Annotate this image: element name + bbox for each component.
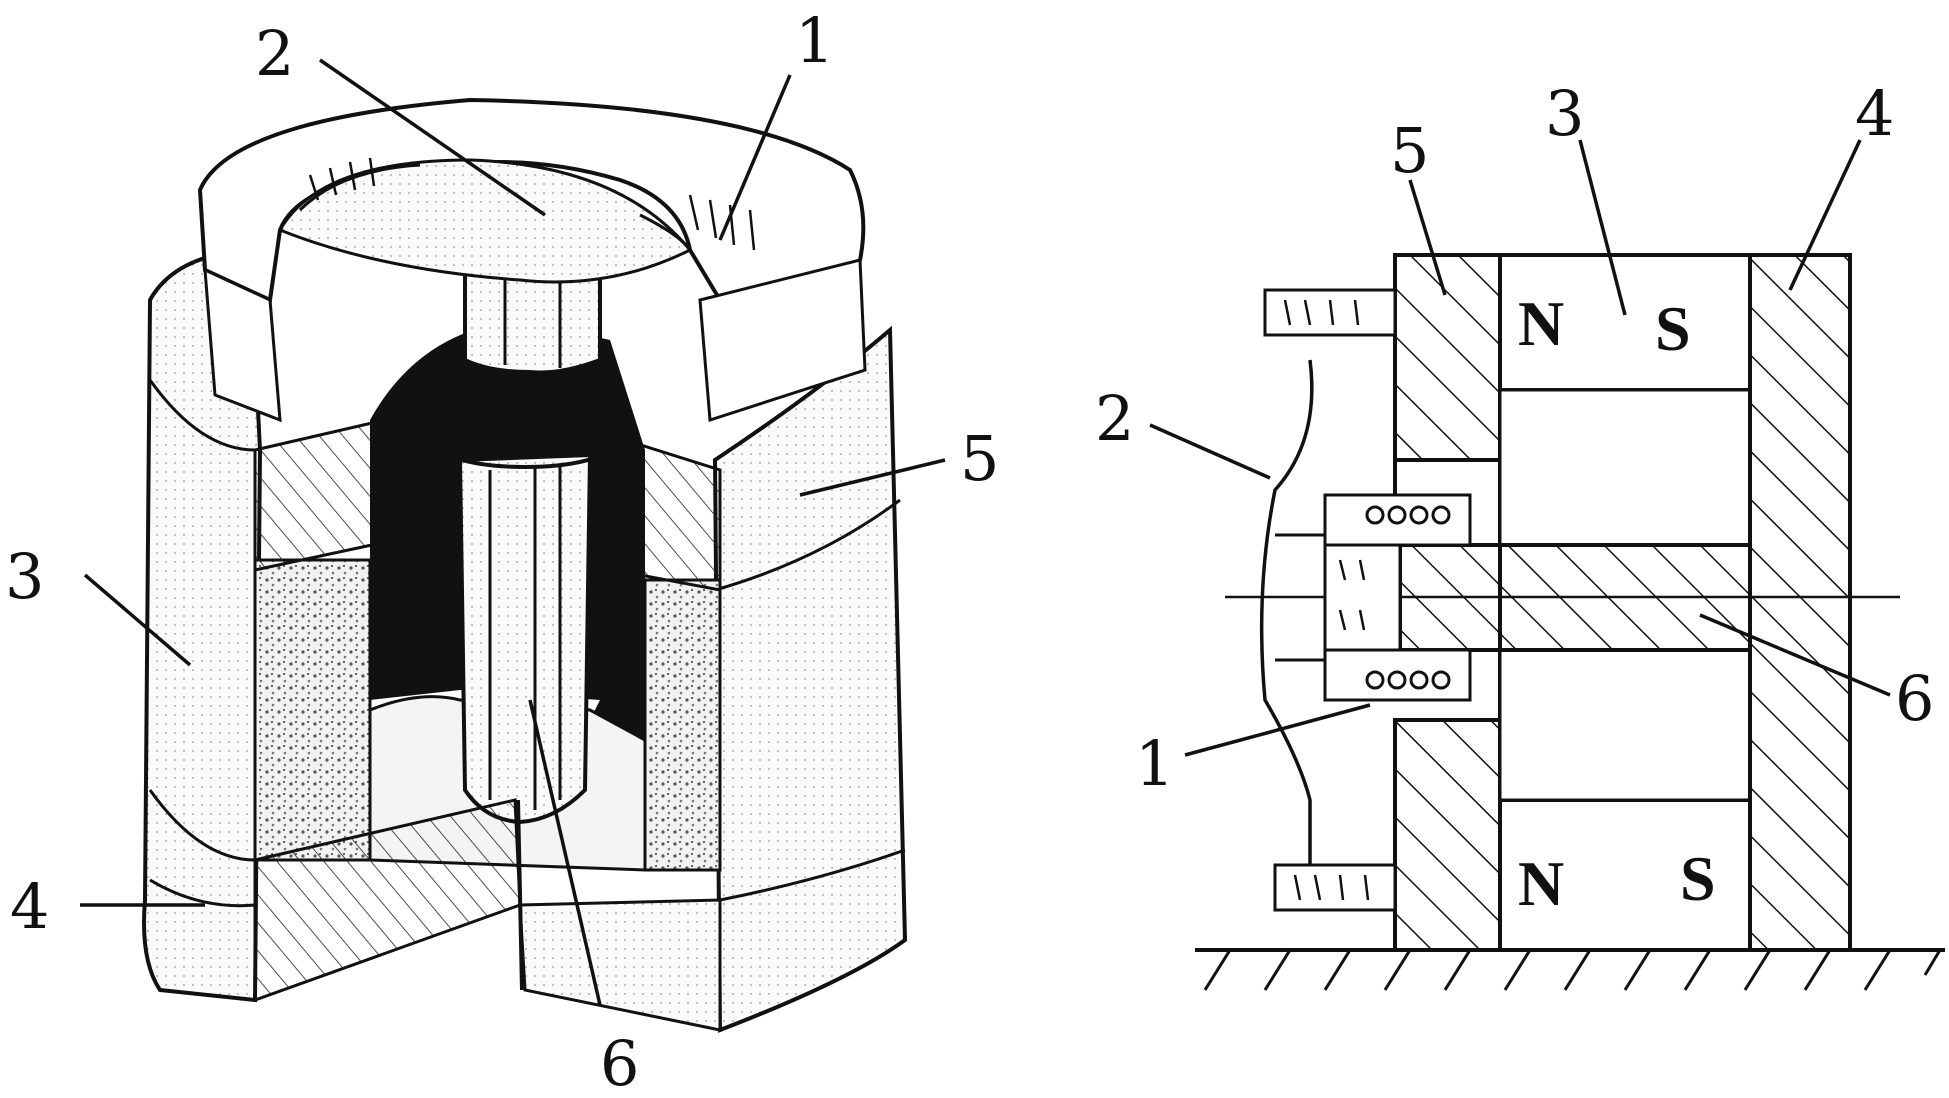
suspension-bottom: [1273, 863, 1397, 912]
right-section-figure: N S N S 5 3 4 2 1 6: [1095, 77, 1945, 991]
leader-5-left: [799, 458, 946, 497]
magnet-upper: [1498, 253, 1752, 392]
pole-plate-lower: [1393, 718, 1502, 952]
leader-4-right: [1788, 139, 1862, 291]
label-4-right: 4: [1855, 77, 1894, 150]
label-3-left: 3: [5, 540, 44, 613]
leader-2-left: [319, 58, 546, 217]
label-5-right: 5: [1390, 114, 1429, 187]
label-1-right: 1: [1135, 727, 1174, 800]
magnet-top-north: N: [1518, 288, 1564, 359]
diaphragm-membrane: [1259, 359, 1314, 870]
coil-windings: [435, 346, 615, 469]
right-magnet-section: [643, 578, 722, 872]
voice-coil: [1323, 493, 1472, 702]
leader-3-right: [1578, 139, 1627, 316]
magnet-top-south: S: [1655, 293, 1691, 364]
leader-6-left: [528, 699, 602, 1006]
leader-3-left: [83, 573, 192, 667]
label-4-left: 4: [10, 870, 49, 943]
label-2-right: 2: [1095, 382, 1134, 455]
magnet-bottom-south: S: [1680, 843, 1716, 914]
leader-5-right: [1408, 179, 1447, 296]
label-6-left: 6: [600, 1027, 639, 1098]
leader-2-right: [1149, 423, 1271, 480]
label-1-left: 1: [795, 4, 834, 77]
label-2-left: 2: [255, 17, 294, 90]
center-pole: [457, 452, 593, 825]
magnet-bottom-north: N: [1518, 848, 1564, 919]
left-cutaway-figure: 2 1 3 4 5 6: [5, 4, 999, 1098]
right-outer-body: [712, 325, 908, 1033]
leader-6-right: [1699, 613, 1891, 697]
label-6-right: 6: [1895, 662, 1934, 735]
suspension-top: [1263, 288, 1397, 337]
pole-plate-upper: [1393, 253, 1502, 462]
label-3-right: 3: [1545, 77, 1584, 150]
back-plate: [1748, 253, 1852, 952]
leader-1-right: [1184, 703, 1371, 757]
leader-1-left: [718, 74, 792, 241]
label-5-left: 5: [960, 422, 999, 495]
left-magnet-section: [253, 558, 372, 862]
ground-hatching: [1203, 949, 1942, 991]
